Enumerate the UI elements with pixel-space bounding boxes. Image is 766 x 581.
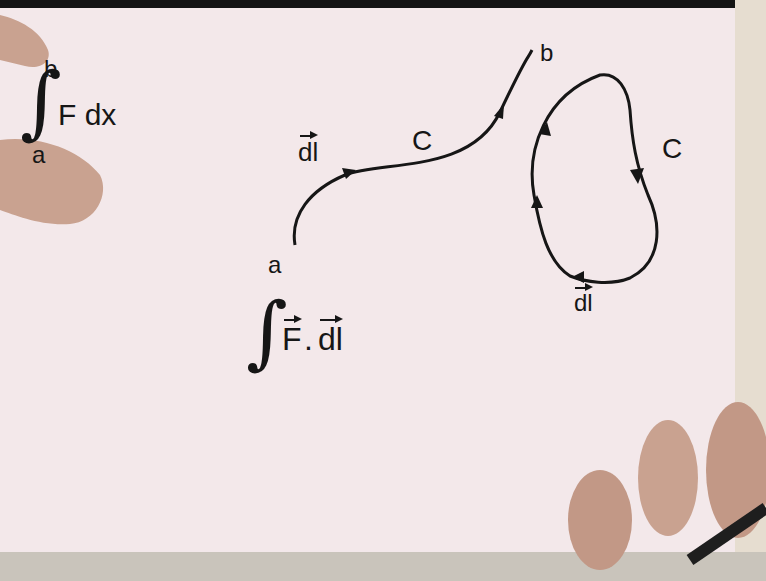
arrowhead — [342, 168, 356, 179]
vector-label: F — [282, 322, 302, 357]
finger — [638, 420, 698, 536]
arrowhead — [572, 271, 584, 283]
pen — [690, 508, 766, 560]
vector-label: dl — [574, 290, 593, 316]
curve-label: C — [412, 126, 432, 157]
integrand-text: F dx — [58, 98, 116, 131]
endpoint-label: b — [540, 40, 553, 66]
limit-label: a — [32, 142, 45, 168]
open-curve — [294, 50, 532, 245]
arrowhead — [494, 104, 504, 119]
hand — [0, 15, 49, 67]
arrowhead — [630, 168, 644, 184]
hand — [0, 139, 103, 224]
integral-sign: ∫ — [246, 292, 288, 372]
bottom-edge — [0, 552, 766, 581]
curve-label: C — [662, 134, 682, 165]
integral-sign: ∫ — [20, 62, 62, 142]
arrowhead — [539, 122, 551, 136]
dot-operator: . — [304, 322, 313, 357]
endpoint-label: a — [268, 252, 281, 278]
closed-curve — [532, 75, 657, 283]
vector-label: dl — [298, 138, 318, 167]
arrowhead — [531, 195, 543, 208]
vector-label: dl — [318, 322, 343, 357]
finger — [568, 470, 632, 570]
top-edge — [0, 0, 766, 8]
